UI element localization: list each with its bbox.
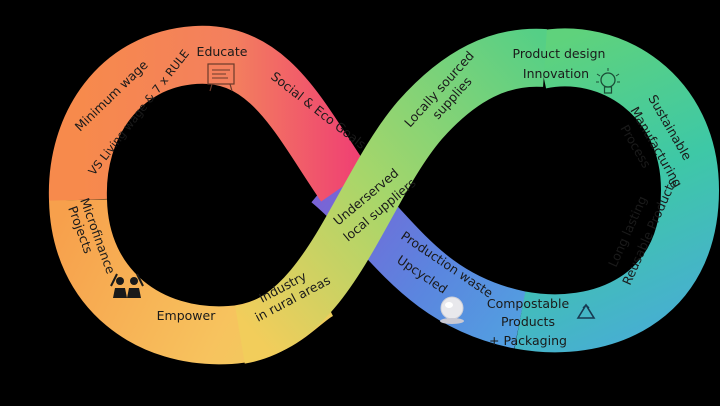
label-educate: Educate [197,44,248,59]
educate-board-icon [207,63,235,92]
label-innovation: Innovation [523,66,589,81]
label-products: Products [501,314,555,329]
label-packaging: + Packaging [489,333,567,348]
empower-people-icon [110,273,144,298]
recycle-icon [576,303,596,319]
label-product-design: Product design [513,46,606,61]
upcycled-orb-icon [440,296,464,324]
label-empower: Empower [157,308,217,323]
lightbulb-icon [596,68,620,94]
band-segment-cross-front [233,28,547,364]
label-compostable: Compostable [487,296,570,311]
band-segment-left-top [48,25,369,202]
